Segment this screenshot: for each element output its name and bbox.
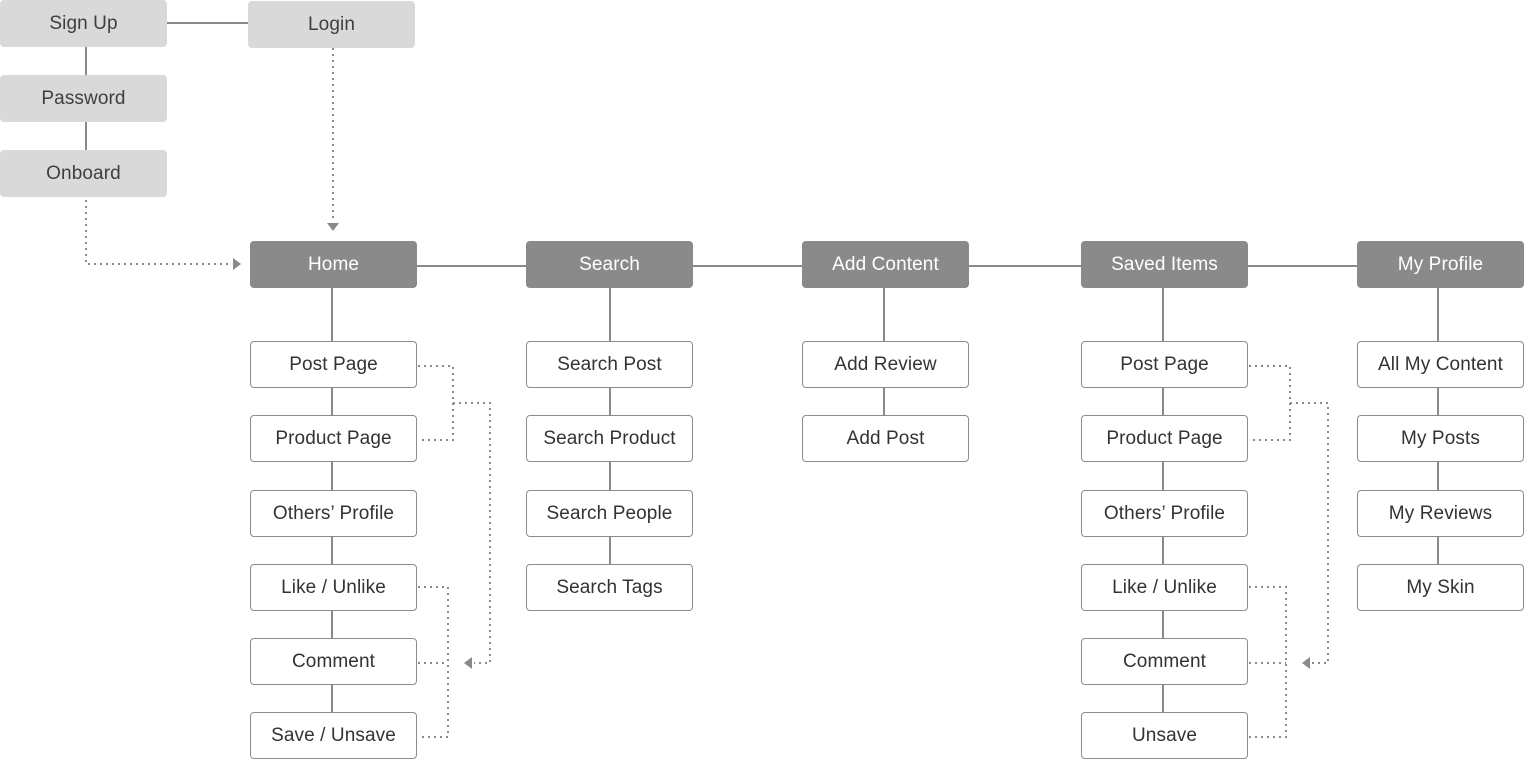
search-node[interactable]: Search xyxy=(526,241,693,288)
flow-saved-to-comment xyxy=(1290,402,1329,664)
home-product-page-node[interactable]: Product Page xyxy=(250,415,417,462)
flow-home-to-comment xyxy=(453,402,491,664)
my-profile-node[interactable]: My Profile xyxy=(1357,241,1524,288)
home-others-profile-node[interactable]: Others’ Profile xyxy=(250,490,417,537)
arrow-saved-comment xyxy=(1302,657,1310,669)
home-post-page-node[interactable]: Post Page xyxy=(250,341,417,388)
my-posts-node[interactable]: My Posts xyxy=(1357,415,1524,462)
saved-post-page-node[interactable]: Post Page xyxy=(1081,341,1248,388)
saved-others-profile-node[interactable]: Others’ Profile xyxy=(1081,490,1248,537)
search-people-node[interactable]: Search People xyxy=(526,490,693,537)
my-reviews-node[interactable]: My Reviews xyxy=(1357,490,1524,537)
flow-saved-postpage xyxy=(1249,365,1291,441)
flow-home-postpage xyxy=(418,365,454,441)
saved-items-node[interactable]: Saved Items xyxy=(1081,241,1248,288)
all-my-content-node[interactable]: All My Content xyxy=(1357,341,1524,388)
search-post-node[interactable]: Search Post xyxy=(526,341,693,388)
search-product-node[interactable]: Search Product xyxy=(526,415,693,462)
search-tags-node[interactable]: Search Tags xyxy=(526,564,693,611)
home-comment-node[interactable]: Comment xyxy=(250,638,417,685)
add-post-node[interactable]: Add Post xyxy=(802,415,969,462)
saved-unsave-node[interactable]: Unsave xyxy=(1081,712,1248,759)
signup-node[interactable]: Sign Up xyxy=(0,0,167,47)
onboard-node[interactable]: Onboard xyxy=(0,150,167,197)
flow-saved-interactions xyxy=(1249,586,1287,738)
saved-comment-node[interactable]: Comment xyxy=(1081,638,1248,685)
password-node[interactable]: Password xyxy=(0,75,167,122)
my-skin-node[interactable]: My Skin xyxy=(1357,564,1524,611)
arrow-onboard-home xyxy=(233,258,241,270)
arrow-login-home xyxy=(327,223,339,231)
home-save-unsave-node[interactable]: Save / Unsave xyxy=(250,712,417,759)
saved-product-page-node[interactable]: Product Page xyxy=(1081,415,1248,462)
add-review-node[interactable]: Add Review xyxy=(802,341,969,388)
add-content-node[interactable]: Add Content xyxy=(802,241,969,288)
login-node[interactable]: Login xyxy=(248,1,415,48)
saved-like-unlike-node[interactable]: Like / Unlike xyxy=(1081,564,1248,611)
home-like-unlike-node[interactable]: Like / Unlike xyxy=(250,564,417,611)
home-node[interactable]: Home xyxy=(250,241,417,288)
arrow-home-comment xyxy=(464,657,472,669)
flow-onboard-home xyxy=(85,200,232,265)
